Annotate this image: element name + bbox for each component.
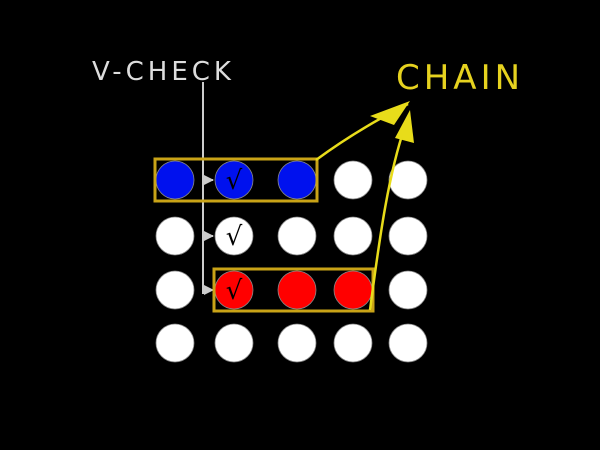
disc-white-r0-c4 (388, 160, 428, 200)
disc-grid (155, 160, 428, 363)
disc-blue-r0-c0 (155, 160, 195, 200)
check-mark-r0: √ (226, 166, 243, 196)
disc-white-r1-c0 (155, 216, 195, 256)
check-mark-r2: √ (226, 276, 243, 306)
disc-white-r3-c0 (155, 323, 195, 363)
disc-red-r2-c2 (277, 270, 317, 310)
disc-white-r1-c2 (277, 216, 317, 256)
disc-white-r3-c4 (388, 323, 428, 363)
check-arrows (203, 175, 214, 295)
check-mark-r1: √ (226, 222, 243, 252)
blue-chain-box (153, 157, 319, 203)
disc-white-r3-c1 (214, 323, 254, 363)
chain-arrows (315, 101, 414, 311)
vcheck-label: V-CHECK (92, 57, 235, 87)
chain-label: CHAIN (396, 58, 524, 98)
check-marks: √ √ √ (226, 166, 243, 306)
disc-white-r1-c4 (388, 216, 428, 256)
disc-white-r3-c3 (333, 323, 373, 363)
red-chain-arrowhead (395, 110, 414, 143)
disc-red-r2-c3 (333, 270, 373, 310)
disc-white-r2-c4 (388, 270, 428, 310)
blue-chain-arrowhead (370, 101, 410, 125)
disc-white-r0-c3 (333, 160, 373, 200)
disc-blue-r0-c1 (214, 160, 254, 200)
disc-blue-r0-c2 (277, 160, 317, 200)
disc-white-r3-c2 (277, 323, 317, 363)
disc-white-r2-c0 (155, 270, 195, 310)
disc-white-r1-c3 (333, 216, 373, 256)
disc-white-r1-c1 (214, 216, 254, 256)
